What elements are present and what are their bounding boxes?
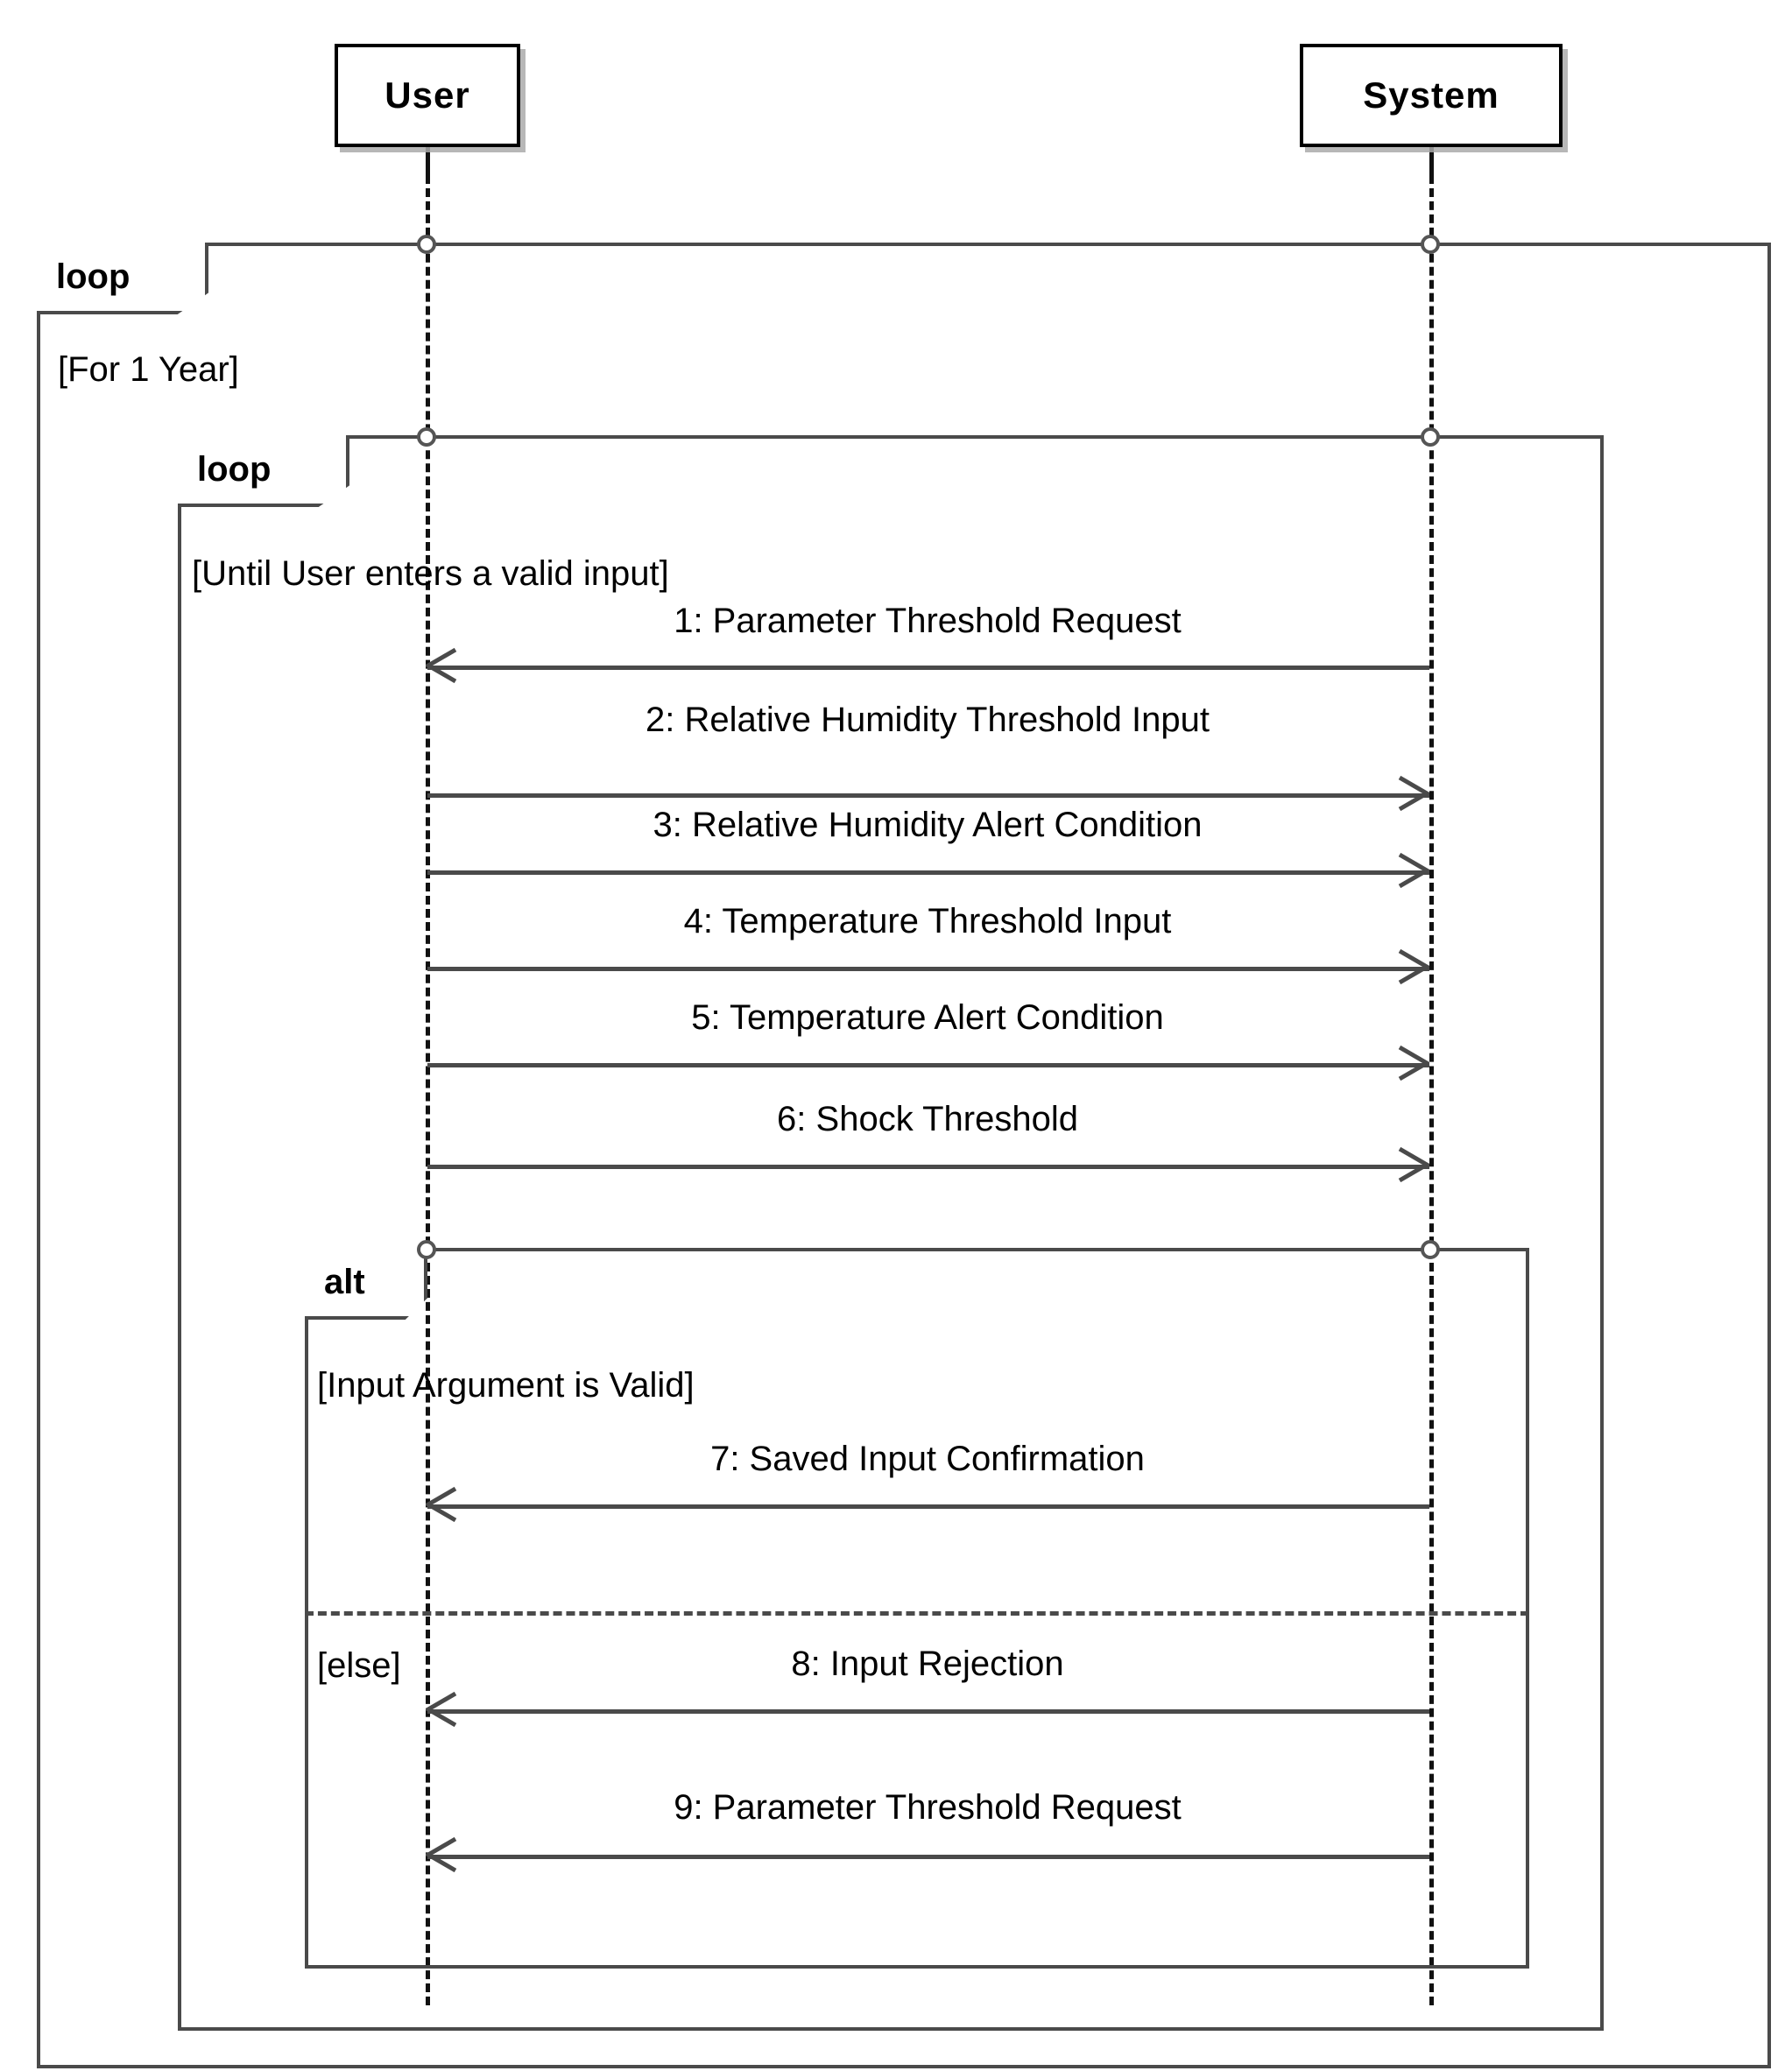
message-line-2 (427, 793, 1429, 798)
message-line-1 (427, 666, 1429, 670)
message-line-6 (427, 1165, 1429, 1169)
message-arrowhead-9 (426, 1836, 462, 1873)
message-label-5: 5: Temperature Alert Condition (691, 998, 1164, 1037)
lifeline-system (1429, 175, 1434, 2005)
lifeline-stub-user (426, 147, 430, 180)
message-arrowhead-8 (426, 1691, 462, 1728)
fragment-tab-inner-loop: loop (178, 435, 349, 507)
fragment-operator-inner-loop: loop (197, 449, 272, 489)
lifeline-user (426, 175, 430, 2005)
participant-box-system[interactable]: System (1300, 44, 1563, 147)
participant-box-user[interactable]: User (335, 44, 520, 147)
alt-else-divider (305, 1611, 1529, 1616)
message-label-2: 2: Relative Humidity Threshold Input (645, 701, 1210, 739)
occurrence-circle-user-alt (417, 1240, 436, 1259)
fragment-tab-alt: alt (305, 1248, 427, 1320)
message-arrowhead-5 (1393, 1045, 1429, 1081)
occurrence-circle-system-inner-loop (1421, 427, 1440, 447)
message-arrowhead-6 (1393, 1146, 1429, 1183)
participant-label-user: User (385, 74, 470, 116)
message-label-3: 3: Relative Humidity Alert Condition (653, 806, 1203, 844)
guard-inner-loop: [Until User enters a valid input] (192, 554, 669, 593)
message-line-3 (427, 870, 1429, 875)
message-arrowhead-2 (1393, 775, 1429, 812)
fragment-outer-loop[interactable] (37, 243, 1771, 2068)
fragment-tab-outer-loop: loop (37, 243, 208, 314)
message-label-6: 6: Shock Threshold (777, 1100, 1078, 1138)
message-arrowhead-1 (426, 647, 462, 684)
message-label-8: 8: Input Rejection (791, 1645, 1064, 1683)
occurrence-circle-system-outer-loop (1421, 235, 1440, 254)
message-line-7 (427, 1504, 1429, 1509)
guard-outer-loop: [For 1 Year] (58, 350, 239, 389)
occurrence-circle-user-outer-loop (417, 235, 436, 254)
fragment-alt[interactable] (305, 1248, 1529, 1969)
fragment-operator-alt: alt (324, 1262, 365, 1301)
message-label-1: 1: Parameter Threshold Request (674, 602, 1182, 640)
guard-alt-else: [else] (317, 1646, 401, 1685)
lifeline-stub-system (1429, 147, 1434, 180)
message-line-9 (427, 1855, 1429, 1859)
message-label-7: 7: Saved Input Confirmation (710, 1440, 1145, 1478)
fragment-operator-outer-loop: loop (56, 257, 131, 296)
message-arrowhead-3 (1393, 852, 1429, 889)
message-line-8 (427, 1709, 1429, 1714)
message-arrowhead-7 (426, 1486, 462, 1523)
participant-label-system: System (1363, 74, 1499, 116)
fragment-inner-loop[interactable] (178, 435, 1604, 2031)
guard-alt-valid: [Input Argument is Valid] (317, 1366, 695, 1405)
message-label-9: 9: Parameter Threshold Request (674, 1788, 1182, 1827)
message-line-4 (427, 967, 1429, 971)
occurrence-circle-user-inner-loop (417, 427, 436, 447)
occurrence-circle-system-alt (1421, 1240, 1440, 1259)
message-line-5 (427, 1063, 1429, 1067)
message-arrowhead-4 (1393, 948, 1429, 985)
message-label-4: 4: Temperature Threshold Input (683, 902, 1172, 940)
